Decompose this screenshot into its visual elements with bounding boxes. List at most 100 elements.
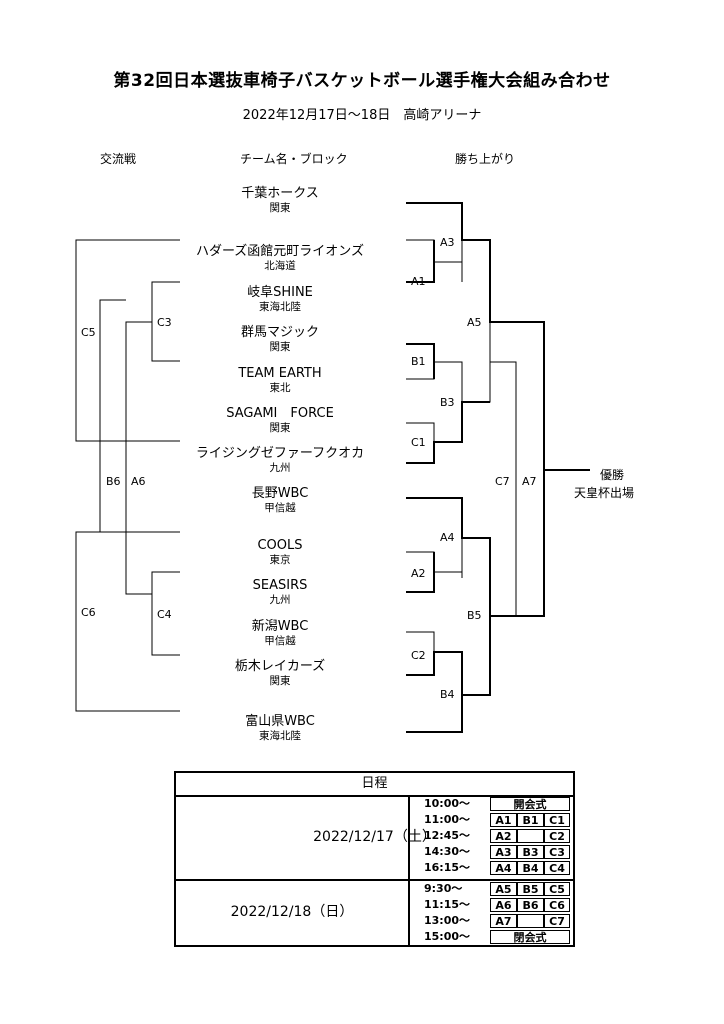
match-label-a4: A4: [440, 531, 455, 544]
match-label-b1: B1: [411, 355, 426, 368]
page-title: 第32回日本選抜車椅子バスケットボール選手権大会組み合わせ: [113, 71, 611, 91]
team-block: 関東: [269, 675, 291, 687]
team-entry: ハダーズ函館元町ライオンズ 北海道: [170, 244, 390, 273]
slot-time: 11:00～: [424, 813, 471, 826]
team-block: 東海北陸: [259, 730, 301, 742]
cell-b: [517, 914, 544, 928]
cell-c: C5: [544, 882, 570, 896]
cell-a: A5: [490, 882, 517, 896]
match-label-c3: C3: [157, 316, 172, 329]
team-block: 関東: [269, 202, 291, 214]
match-label-b4: B4: [440, 688, 455, 701]
team-block: 東北: [269, 382, 291, 394]
team-block: 甲信越: [264, 635, 296, 647]
match-label-a5: A5: [467, 316, 482, 329]
cell-a: A1: [490, 813, 517, 827]
event-date-venue: 2022年12月17日～18日 高崎アリーナ: [242, 108, 482, 123]
cell-a: A6: [490, 898, 517, 912]
team-name: COOLS: [257, 538, 303, 553]
team-entry: 群馬マジック 関東: [170, 325, 390, 354]
slot-time: 13:00～: [424, 914, 471, 927]
match-label-a7: A7: [522, 475, 537, 488]
team-block: 九州: [269, 462, 291, 474]
cell-c: C2: [544, 829, 570, 843]
column-header-exchange: 交流戦: [100, 152, 137, 166]
team-name: 岐阜SHINE: [247, 285, 313, 300]
cell-b: [517, 829, 544, 843]
team-name: 千葉ホークス: [241, 186, 319, 201]
team-name: TEAM EARTH: [238, 366, 322, 381]
cell-a: A3: [490, 845, 517, 859]
schedule-slot: 15:00～ 閉会式: [410, 929, 573, 945]
match-label-c7: C7: [495, 475, 510, 488]
column-header-teams: チーム名・ブロック: [240, 152, 348, 166]
team-name: SAGAMI FORCE: [226, 406, 334, 421]
team-name: 長野WBC: [251, 486, 309, 501]
team-block: 東海北陸: [259, 301, 301, 313]
team-block: 九州: [269, 594, 291, 606]
emperors-cup-label: 天皇杯出場: [574, 486, 635, 500]
cell-a: A7: [490, 914, 517, 928]
cell-b: B3: [517, 845, 544, 859]
match-label-b6: B6: [106, 475, 121, 488]
cell-c: C4: [544, 861, 570, 875]
team-block: 甲信越: [264, 502, 296, 514]
team-entry: 長野WBC 甲信越: [170, 486, 390, 515]
team-entry: 岐阜SHINE 東海北陸: [170, 285, 390, 314]
team-entry: ライジングゼファーフクオカ 九州: [170, 446, 390, 475]
day2-date: 2022/12/18（日）: [230, 904, 354, 920]
cell-c: C3: [544, 845, 570, 859]
schedule-slot: 16:15～ A4 B4 C4: [410, 860, 573, 876]
team-name: SEASIRS: [252, 578, 308, 593]
match-label-c2: C2: [411, 649, 426, 662]
match-label-a1: A1: [411, 275, 426, 288]
cell-c: C7: [544, 914, 570, 928]
team-block: 関東: [269, 341, 291, 353]
schedule-slot: 11:15～ A6 B6 C6: [410, 897, 573, 913]
team-name: 新潟WBC: [251, 619, 309, 634]
schedule-slot: 9:30～ A5 B5 C5: [410, 881, 573, 897]
cell-a: A4: [490, 861, 517, 875]
column-header-advance: 勝ち上がり: [455, 152, 516, 166]
match-label-c4: C4: [157, 608, 172, 621]
match-label-c5: C5: [81, 326, 96, 339]
match-label-b3: B3: [440, 396, 455, 409]
team-entry: 富山県WBC 東海北陸: [170, 714, 390, 743]
team-block: 東京: [269, 554, 291, 566]
team-entry: TEAM EARTH 東北: [170, 366, 390, 395]
slot-time: 14:30～: [424, 845, 471, 858]
slot-time: 10:00～: [424, 797, 471, 810]
match-label-a6: A6: [131, 475, 146, 488]
schedule-slot: 13:00～ A7 C7: [410, 913, 573, 929]
cell-b: B5: [517, 882, 544, 896]
team-name: ライジングゼファーフクオカ: [195, 446, 365, 461]
cell-c: C6: [544, 898, 570, 912]
match-label-b5: B5: [467, 609, 482, 622]
team-block: 関東: [269, 422, 291, 434]
schedule-day2: 2022/12/18（日）: [176, 879, 408, 945]
team-name: 群馬マジック: [240, 325, 319, 340]
cell-b: B6: [517, 898, 544, 912]
cell-b: B4: [517, 861, 544, 875]
slot-time: 15:00～: [424, 930, 471, 943]
slot-time: 16:15～: [424, 861, 471, 874]
slot-time: 11:15～: [424, 898, 471, 911]
team-entry: SAGAMI FORCE 関東: [170, 406, 390, 435]
ceremony-cell: 閉会式: [490, 930, 570, 944]
schedule-slot: 14:30～ A3 B3 C3: [410, 844, 573, 860]
cell-c: C1: [544, 813, 570, 827]
cell-b: B1: [517, 813, 544, 827]
match-label-a3: A3: [440, 236, 455, 249]
match-label-c1: C1: [411, 436, 426, 449]
schedule-slot: 11:00～ A1 B1 C1: [410, 812, 573, 828]
schedule-slot: 12:45～ A2 C2: [410, 828, 573, 844]
team-entry: 栃木レイカーズ 関東: [170, 659, 390, 688]
team-entry: 新潟WBC 甲信越: [170, 619, 390, 648]
team-block: 北海道: [264, 260, 296, 272]
schedule-day1: 2022/12/17（土）: [176, 795, 573, 881]
schedule-divider: [408, 795, 410, 947]
team-entry: COOLS 東京: [170, 538, 390, 567]
slot-time: 12:45～: [424, 829, 471, 842]
bracket-lines: [75, 202, 590, 733]
slot-time: 9:30～: [424, 882, 463, 895]
